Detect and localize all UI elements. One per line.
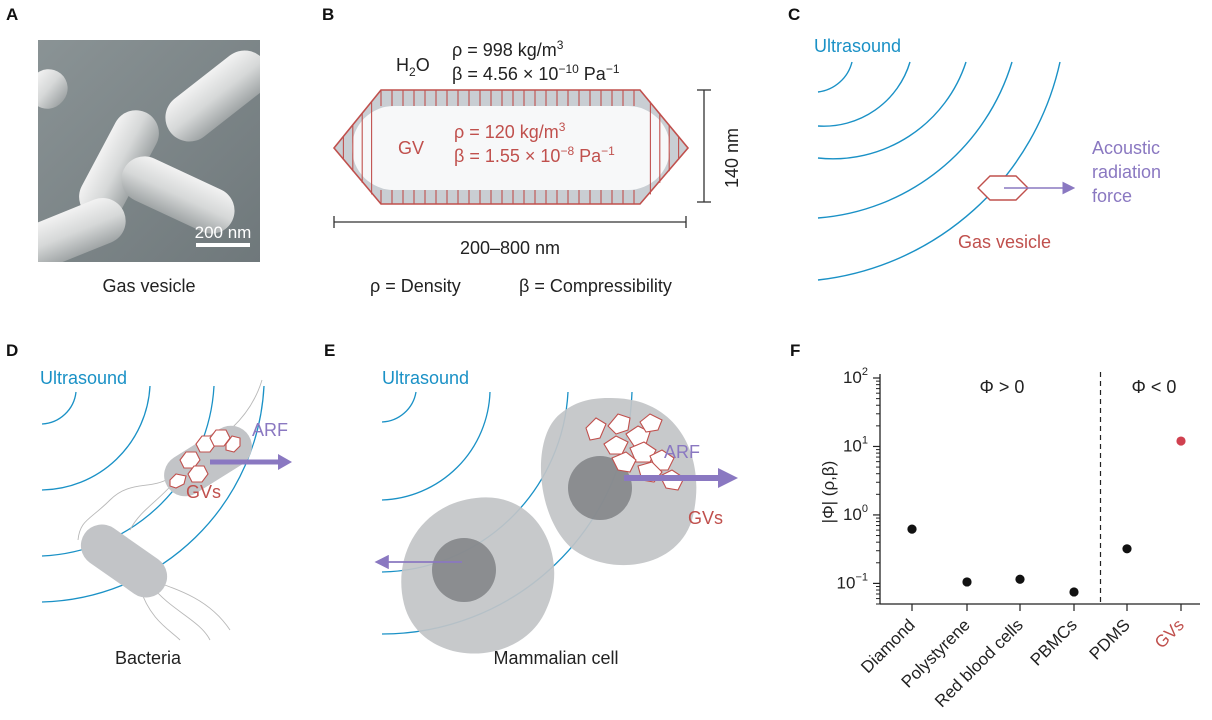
height-label: 140 nm [722, 128, 742, 188]
gv-compressibility: β = 1.55 × 10−8 Pa−1 [454, 144, 615, 166]
data-point [1122, 544, 1132, 554]
x-tick-label: PDMS [1086, 615, 1134, 663]
force-label-3: force [1092, 186, 1132, 206]
region-label-positive: Φ > 0 [980, 377, 1025, 397]
data-point [962, 577, 972, 587]
caption-bacteria: Bacteria [115, 648, 182, 668]
ultrasound-label-e: Ultrasound [382, 368, 469, 388]
data-point [1015, 574, 1025, 584]
panel-letter-f: F [790, 341, 800, 360]
y-tick-label: 100 [843, 503, 868, 524]
panel-c: C Ultrasound Acoustic radiation force Ga… [788, 5, 1161, 281]
data-point [1069, 587, 1079, 597]
scale-bar-label: 200 nm [195, 223, 252, 242]
y-tick-label: 10−1 [837, 571, 868, 592]
gvs-label-d: GVs [186, 482, 221, 502]
legend-compressibility: β = Compressibility [519, 276, 672, 296]
gv-label: GV [398, 138, 424, 158]
nucleus-left [432, 538, 496, 602]
region-label-negative: Φ < 0 [1132, 377, 1177, 397]
x-tick-label: PBMCs [1027, 615, 1081, 669]
ultrasound-label-c: Ultrasound [814, 36, 901, 56]
panel-e: E Ultrasound ARF GVs Mammalian [324, 341, 738, 668]
panel-letter-b: B [322, 5, 334, 24]
panel-d: D Ultrasound ARF GVs B [6, 341, 292, 668]
arf-arrowhead-d [278, 454, 292, 470]
panel-letter-a: A [6, 5, 18, 24]
arf-label-d: ARF [252, 420, 288, 440]
length-dimension [333, 216, 687, 228]
arf-arrowhead-e [718, 468, 738, 488]
ultrasound-label-d: Ultrasound [40, 368, 127, 388]
force-label-2: radiation [1092, 162, 1161, 182]
arf-label-e: ARF [664, 442, 700, 462]
bacterium-bottom [80, 524, 168, 598]
gvs-cluster-e [585, 413, 685, 491]
length-label: 200–800 nm [460, 238, 560, 258]
panel-a: A 200 nm Gas vesicle [6, 5, 260, 296]
height-dimension [697, 89, 711, 203]
gv-density: ρ = 120 kg/m3 [454, 120, 566, 142]
data-point [907, 524, 917, 534]
legend-density: ρ = Density [370, 276, 461, 296]
caption-mammalian-cell: Mammalian cell [493, 648, 618, 668]
water-label: H2O [396, 55, 430, 79]
panel-b: B H2O ρ = 998 kg/m3 β = 4.56 × 10−10 Pa−… [322, 5, 742, 296]
sem-image [38, 40, 260, 262]
caption-gas-vesicle: Gas vesicle [102, 276, 195, 296]
data-point [1176, 436, 1186, 446]
gvs-label-e: GVs [688, 508, 723, 528]
panel-letter-e: E [324, 341, 335, 360]
water-compressibility: β = 4.56 × 10−10 Pa−1 [452, 62, 620, 84]
x-tick-label: GVs [1151, 615, 1188, 652]
panel-letter-c: C [788, 5, 800, 24]
gvs-cluster-d [169, 429, 241, 489]
gas-vesicle-label-c: Gas vesicle [958, 232, 1051, 252]
nucleus-right [568, 456, 632, 520]
scale-bar [196, 243, 250, 247]
ultrasound-waves-c [817, 61, 1061, 281]
flagella [77, 379, 263, 641]
gv-schematic [332, 89, 690, 205]
panel-letter-d: D [6, 341, 18, 360]
y-axis-label: |Φ| (ρ,β) [819, 461, 838, 524]
y-tick-label: 101 [843, 434, 868, 455]
water-density: ρ = 998 kg/m3 [452, 38, 564, 60]
force-label-1: Acoustic [1092, 138, 1160, 158]
y-tick-label: 102 [843, 366, 868, 387]
ultrasound-waves-d [41, 385, 265, 603]
